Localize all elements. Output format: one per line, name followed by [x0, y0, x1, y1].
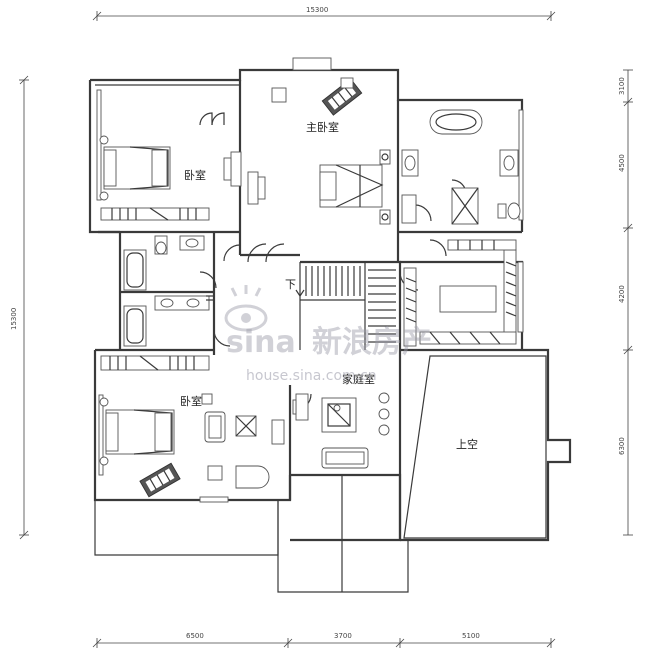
closet-hangers-3 [109, 356, 195, 370]
closet-hangers-2 [405, 240, 517, 323]
closet-hangers-1 [111, 208, 197, 220]
dim-bottom-1: 6500 [186, 632, 204, 640]
windows [96, 57, 524, 503]
family-room-furniture [292, 392, 390, 469]
dim-top-total: 15300 [306, 6, 328, 14]
walk-in-closet [403, 239, 517, 347]
room-labels: 卧室 主卧室 卧室 家庭室 上空 下 [180, 120, 478, 451]
lounge-chair-bedroom-2 [139, 462, 181, 498]
bathroom-fixtures-left [123, 235, 214, 347]
watermark-brand-cn: 新浪房产 [312, 325, 432, 360]
bedroom-1-furniture [99, 135, 242, 221]
dimension-lines [19, 11, 633, 648]
sina-eye-logo [224, 285, 268, 332]
label-master-bedroom: 主卧室 [306, 120, 339, 134]
master-bedroom-furniture [247, 77, 391, 225]
bedroom-2-furniture [99, 355, 285, 498]
dim-left-total: 15300 [10, 308, 18, 330]
open-to-below-void [403, 355, 547, 539]
watermark: sina 新浪房产 house.sina.com.cn [224, 285, 432, 384]
label-family-room: 家庭室 [342, 372, 375, 386]
watermark-brand-latin: sina [226, 325, 296, 360]
label-open-to-below: 上空 [456, 437, 478, 451]
dim-bottom-3: 5100 [462, 632, 480, 640]
dimension-labels: 15300 15300 3100 4500 4200 6300 6500 370… [10, 6, 626, 640]
label-bedroom-1: 卧室 [184, 168, 206, 182]
dim-right-3: 4200 [618, 285, 626, 303]
label-stair-down: 下 [285, 278, 296, 291]
watermark-url: house.sina.com.cn [246, 368, 377, 384]
dim-right-1: 3100 [618, 77, 626, 95]
dim-right-4: 6300 [618, 437, 626, 455]
label-bedroom-2: 卧室 [180, 394, 202, 408]
dim-right-2: 4500 [618, 154, 626, 172]
stair-treads [295, 266, 396, 343]
dim-bottom-2: 3700 [334, 632, 352, 640]
master-bath-fixtures [401, 109, 521, 225]
